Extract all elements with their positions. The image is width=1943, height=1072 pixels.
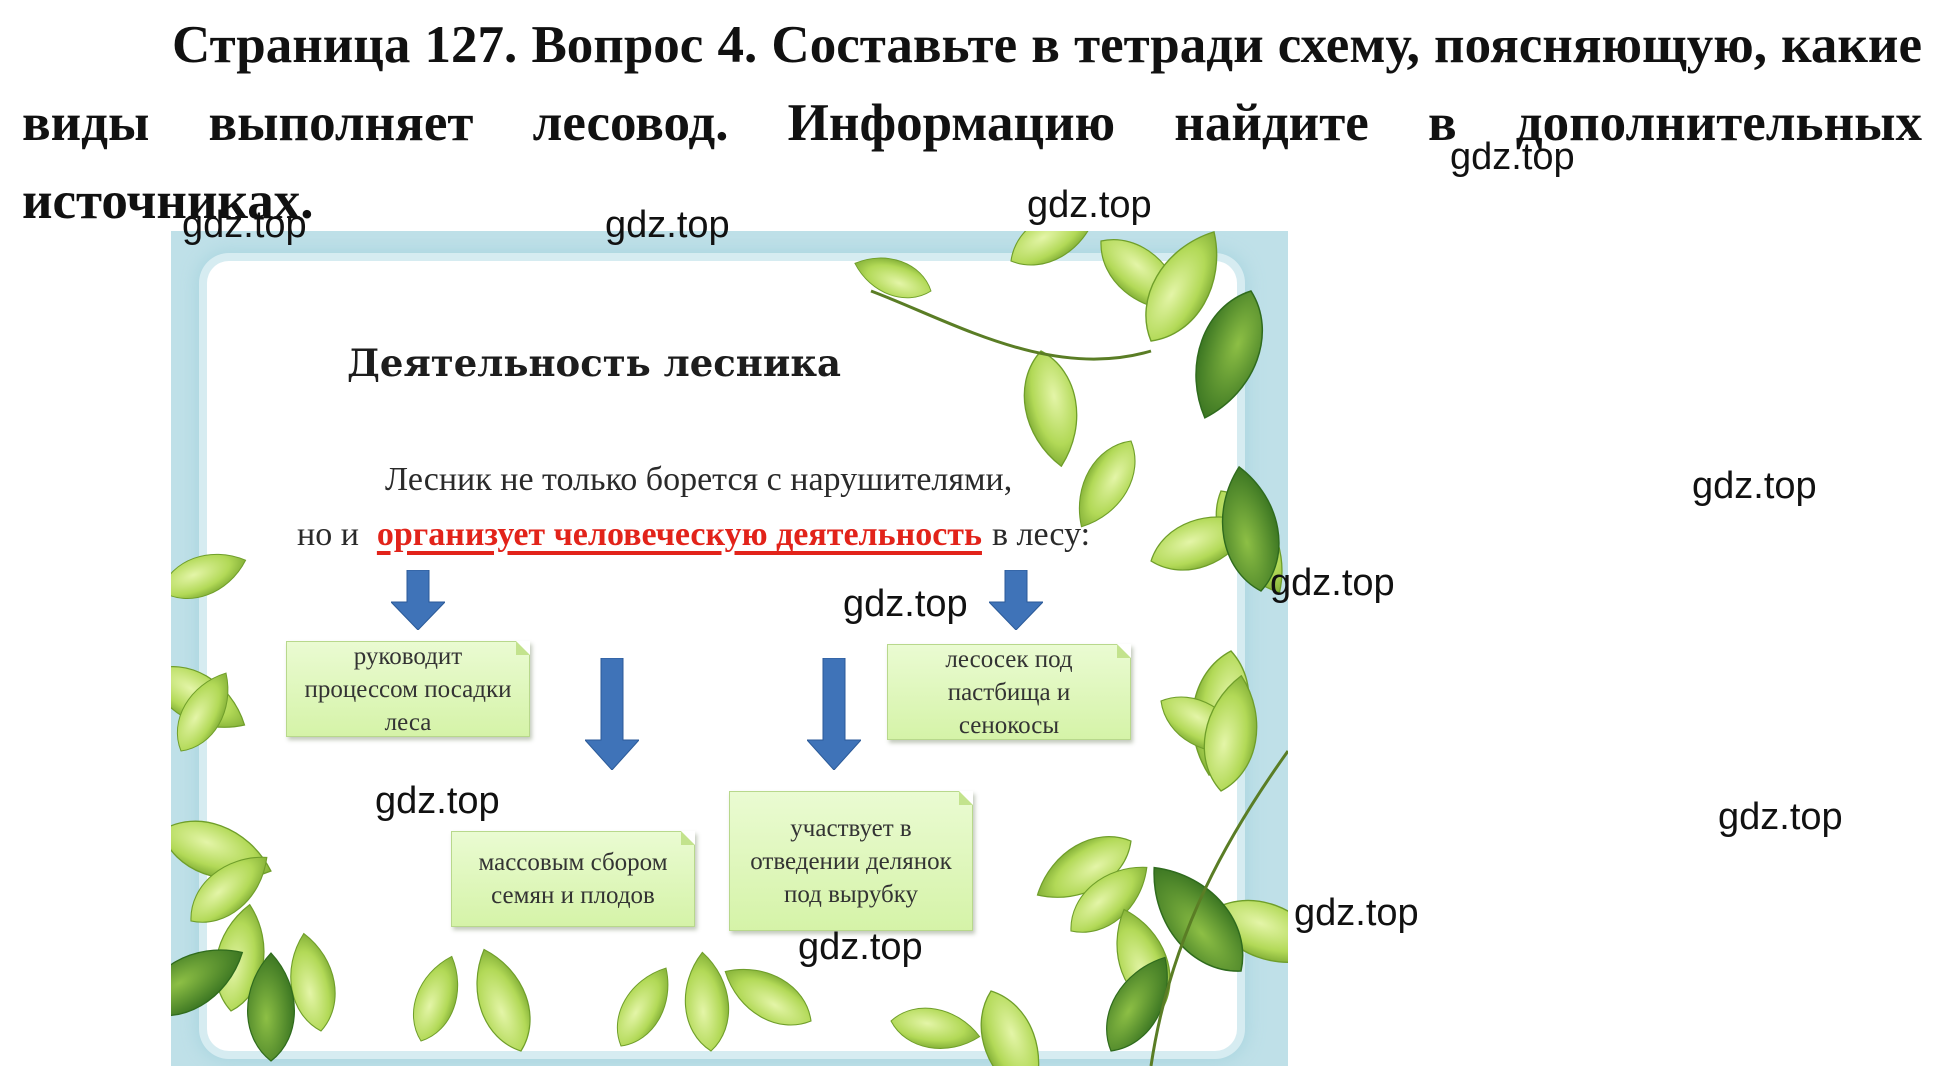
highlight-phrase: организует человеческую деятельность (376, 516, 982, 553)
watermark: gdz.top (1027, 184, 1152, 226)
watermark: gdz.top (1718, 796, 1843, 838)
arrow-down-icon (807, 658, 861, 770)
leaves-decoration (171, 231, 1288, 1066)
slide-title: Деятельность лесника (347, 341, 842, 385)
intro-line-2: но и организует человеческую деятельность… (297, 516, 1090, 554)
watermark: gdz.top (1294, 892, 1419, 934)
arrow-down-icon (391, 570, 445, 630)
watermark: gdz.top (375, 780, 500, 822)
activity-box-planting: руководит процессом посадки леса (286, 641, 530, 737)
watermark: gdz.top (182, 204, 307, 246)
activity-box-pastures: лесосек под пастбища и сенокосы (887, 644, 1131, 740)
activity-box-plots: участвует в отведении делянок под вырубк… (729, 791, 973, 931)
watermark: gdz.top (798, 926, 923, 968)
slide-image: Деятельность лесника Лесник не только бо… (171, 231, 1288, 1066)
activity-box-seeds: массовым сбором семян и плодов (451, 831, 695, 927)
question-text: Страница 127. Вопрос 4. Составьте в тетр… (22, 16, 1922, 230)
watermark: gdz.top (843, 583, 968, 625)
arrow-down-icon (989, 570, 1043, 630)
watermark: gdz.top (1450, 136, 1575, 178)
arrow-down-icon (585, 658, 639, 770)
watermark: gdz.top (605, 204, 730, 246)
line2-start: но и (297, 516, 359, 553)
watermark: gdz.top (1270, 562, 1395, 604)
line2-end: в лесу: (991, 516, 1091, 553)
intro-line: Лесник не только борется с нарушителями, (385, 461, 1013, 498)
watermark: gdz.top (1692, 465, 1817, 507)
